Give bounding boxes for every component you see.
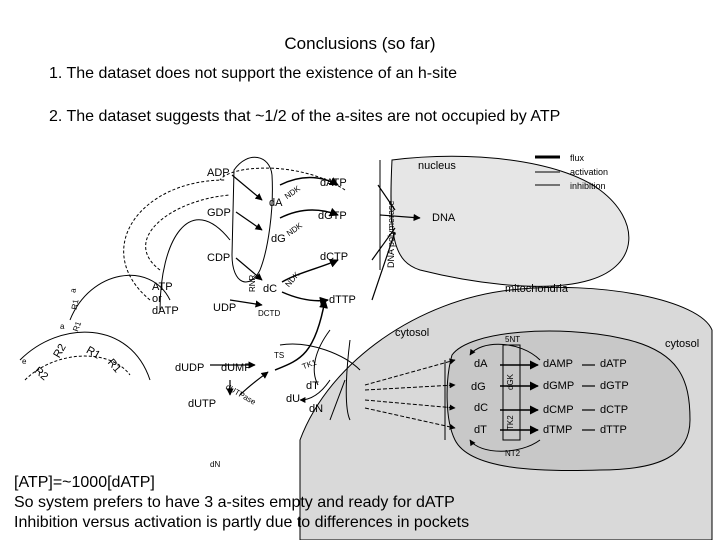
dna-polymerase-label: DNA polymerase <box>386 200 396 268</box>
r1-label-1: R1 <box>69 298 81 311</box>
atp-datp-label: ATP or dATP <box>152 281 179 317</box>
cytosol-inner-label: cytosol <box>395 327 430 339</box>
dgk-label: dGK <box>506 373 515 390</box>
bottom-line-1: [ATP]=~1000[dATP] <box>14 474 155 491</box>
dg-label: dG <box>271 233 286 245</box>
mito-dttp-label: dTTP <box>600 424 627 436</box>
bottom-line-2: So system prefers to have 3 a-sites empt… <box>14 494 455 511</box>
rnr-shape <box>231 156 273 283</box>
legend-activation: activation <box>570 167 609 177</box>
dudp-label: dUDP <box>175 362 205 374</box>
dc-label: dC <box>263 283 278 295</box>
datp-label: dATP <box>320 177 347 189</box>
udp-label: UDP <box>213 302 237 314</box>
dgtp-label: dGTP <box>318 210 347 222</box>
mito-datp-label: dATP <box>600 358 627 370</box>
a-site-label-2: a <box>60 322 65 331</box>
nucleus-label: nucleus <box>418 160 456 172</box>
ts-label: TS <box>274 351 285 360</box>
dump-label: dUMP <box>221 362 252 374</box>
mito-dg-label: dG <box>471 381 486 393</box>
adp-label: ADP <box>207 167 230 179</box>
legend-inhibition: inhibition <box>570 181 606 191</box>
dttp-label: dTTP <box>329 294 356 306</box>
dt-label: dT <box>306 380 319 392</box>
mito-dgtp-label: dGTP <box>600 380 629 392</box>
mitochondria-inner <box>446 330 691 472</box>
dna-label: DNA <box>432 212 456 224</box>
dn-label: dN <box>309 403 324 415</box>
dctd-label: DCTD <box>258 309 281 318</box>
tk2-label: TK2 <box>506 415 515 430</box>
mito-da-label: dA <box>474 358 488 370</box>
cytosol-outer-label: cytosol <box>665 338 700 350</box>
gdp-label: GDP <box>207 207 231 219</box>
legend-flux: flux <box>570 153 585 163</box>
rnr-label: RNR <box>248 274 257 292</box>
dgmp-label: dGMP <box>543 380 575 392</box>
mito-dt-label: dT <box>474 424 487 436</box>
point-1: 1. The dataset does not support the exis… <box>49 65 457 82</box>
bottom-line-3: Inhibition versus activation is partly d… <box>14 514 470 531</box>
dn-bottom-label: dN <box>210 460 221 469</box>
nucleus-region <box>390 155 630 287</box>
e-site-label: e <box>22 357 27 366</box>
mito-dctp-label: dCTP <box>600 404 629 416</box>
dcmp-label: dCMP <box>543 404 574 416</box>
dutp-label: dUTP <box>188 398 217 410</box>
mitochondria-label: mitochondria <box>505 283 568 295</box>
du-label: dU <box>286 393 301 405</box>
mito-dc-label: dC <box>474 402 489 414</box>
da-label: dA <box>269 197 283 209</box>
cdp-label: CDP <box>207 252 231 264</box>
point-2: 2. The dataset suggests that ~1/2 of the… <box>49 108 561 125</box>
dctp-label: dCTP <box>320 251 349 263</box>
slide-title: Conclusions (so far) <box>284 34 436 53</box>
damp-label: dAMP <box>543 358 573 370</box>
5nt-label: 5NT <box>505 335 521 344</box>
nt2-label: NT2 <box>505 449 521 458</box>
dtmp-label: dTMP <box>543 424 573 436</box>
